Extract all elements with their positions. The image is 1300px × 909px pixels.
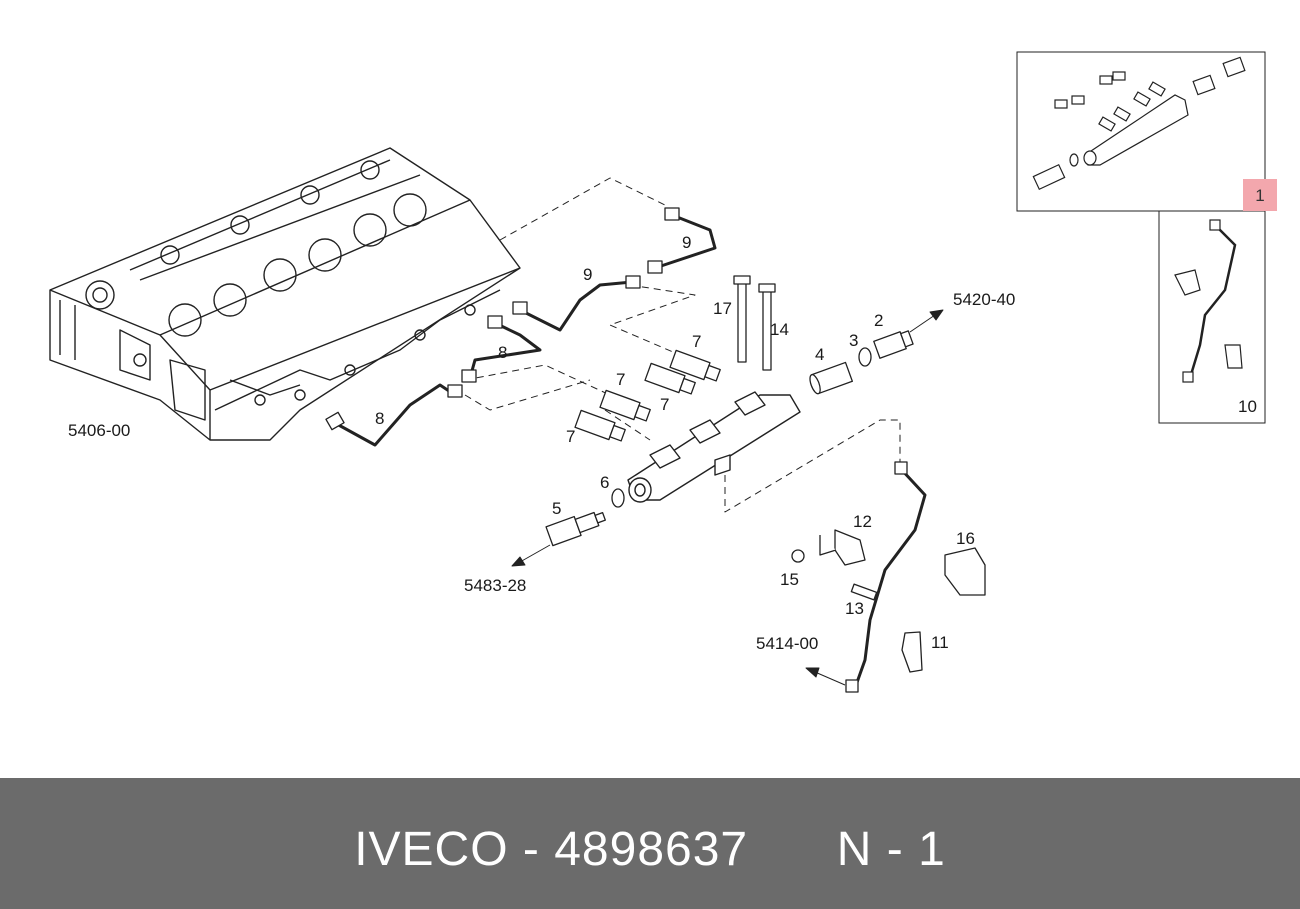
part-label-7-b: 7 bbox=[616, 370, 626, 389]
mini-assembly-drawing bbox=[1032, 56, 1246, 191]
exploded-parts-diagram bbox=[49, 51, 1266, 693]
footer-title: IVECO - 4898637 N - 1 bbox=[0, 822, 1300, 877]
fuel-rail-drawing bbox=[627, 391, 801, 503]
part-label-1: 1 bbox=[1255, 186, 1265, 205]
footer-separator: - bbox=[522, 823, 540, 876]
footer-bar bbox=[0, 778, 1300, 909]
part-label-7-a: 7 bbox=[692, 332, 702, 351]
position-label: N - 1 bbox=[836, 823, 946, 876]
part-label-8-upper: 8 bbox=[498, 343, 508, 362]
part-label-7-c: 7 bbox=[660, 395, 670, 414]
part-label-12: 12 bbox=[853, 512, 872, 531]
injector-pipes bbox=[334, 213, 717, 447]
part-label-9-upper: 9 bbox=[682, 233, 692, 252]
assembly-inset-box bbox=[1016, 51, 1266, 212]
reference-label-fuel-pipe: 5414-00 bbox=[756, 634, 819, 653]
brand-name: IVECO bbox=[354, 823, 509, 876]
part-label-5: 5 bbox=[552, 499, 562, 518]
part-label-15: 15 bbox=[780, 570, 799, 589]
part-label-2: 2 bbox=[874, 311, 884, 330]
reference-label-cylinder-head: 5406-00 bbox=[68, 421, 131, 440]
fuel-return-pipe bbox=[853, 466, 927, 689]
part-label-13: 13 bbox=[845, 599, 864, 618]
part-label-7-d: 7 bbox=[566, 427, 576, 446]
cylinder-head-drawing bbox=[49, 147, 521, 441]
part-label-16: 16 bbox=[956, 529, 975, 548]
part-label-4: 4 bbox=[815, 345, 825, 364]
part-label-9-lower: 9 bbox=[583, 265, 593, 284]
pipe-inset-box bbox=[1158, 210, 1266, 424]
part-number: 4898637 bbox=[554, 823, 749, 876]
reference-label-pressure-sensor: 5483-28 bbox=[464, 576, 527, 595]
part-label-8-lower: 8 bbox=[375, 409, 385, 428]
part-label-10: 10 bbox=[1238, 397, 1257, 416]
part-label-6: 6 bbox=[600, 473, 610, 492]
part-label-14: 14 bbox=[770, 320, 789, 339]
injector-connectors bbox=[574, 349, 721, 442]
highlighted-part-1[interactable]: 1 bbox=[1243, 179, 1277, 211]
mini-pipe-drawing bbox=[1188, 224, 1237, 379]
part-label-17: 17 bbox=[713, 299, 732, 318]
part-label-11: 11 bbox=[931, 633, 949, 652]
part-label-3: 3 bbox=[849, 331, 859, 350]
reference-label-return-line: 5420-40 bbox=[953, 290, 1016, 309]
bracket-parts bbox=[791, 529, 986, 673]
